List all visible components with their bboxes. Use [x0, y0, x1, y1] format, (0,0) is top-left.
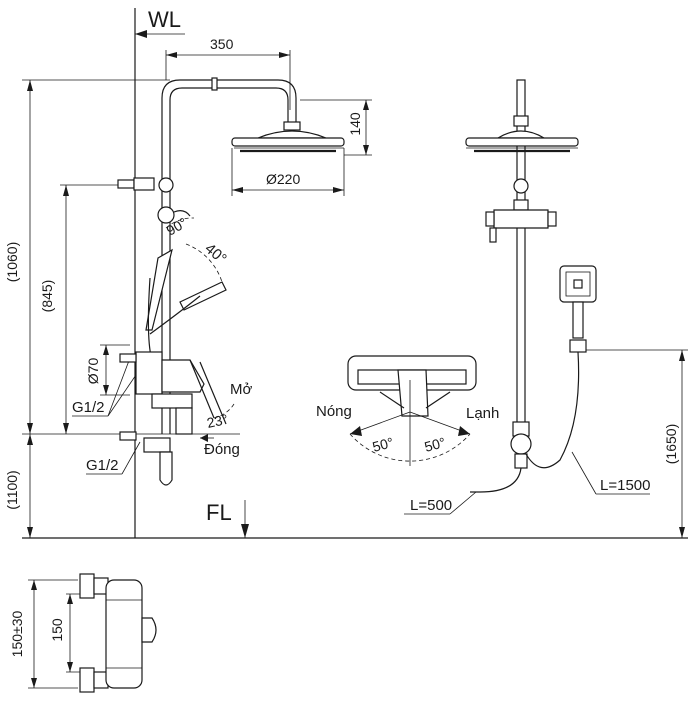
angle-right-label: 50°	[423, 434, 448, 455]
hot-label: Nóng	[316, 403, 352, 420]
cold-label: Lạnh	[466, 405, 499, 422]
valve-body-side	[135, 351, 163, 395]
inlet-lower-label: G1/2	[86, 457, 119, 474]
hand-height-label: (1650)	[663, 424, 679, 464]
wall-arrow	[135, 30, 147, 38]
left-dimensions: (1060) (1100) (845) Ø70 G1/2 G1/2	[4, 80, 141, 538]
valve-lever-top	[141, 617, 157, 643]
valve-detail: 150±30 150	[9, 573, 157, 693]
mixer-lever-front	[397, 369, 429, 417]
wall-label: WL	[148, 7, 181, 32]
wall-bracket	[133, 177, 155, 191]
inlet-upper-label: G1/2	[72, 399, 105, 416]
total-height-label: (1060)	[4, 242, 20, 282]
hose-1500-label: L=1500	[600, 477, 650, 494]
open-label: Mở	[230, 381, 252, 398]
overhead-shower-head-side	[231, 137, 345, 147]
diverter-front	[510, 433, 532, 455]
angle-left-label: 50°	[371, 434, 396, 455]
bar-height-label: (845)	[39, 280, 55, 313]
bottom-outlet	[143, 437, 171, 453]
hand-holder	[157, 206, 175, 224]
front-view-column: Nóng Lạnh 50° 50° L=500 L=1500 (1650)	[316, 79, 688, 538]
mixer-height-label: (1100)	[4, 470, 20, 509]
reference-lines: WL FL	[22, 7, 688, 539]
hose-500-label: L=500	[410, 497, 452, 514]
side-view-column: 350 140 Ø220 90°	[117, 36, 372, 486]
width-350-label: 350	[210, 36, 234, 52]
mixer-lever-side	[161, 359, 205, 393]
height-140-label: 140	[347, 112, 363, 136]
arm-joint	[211, 77, 218, 91]
angle-23-label: 23°	[205, 411, 229, 431]
center-spacing-label: 150	[49, 618, 65, 642]
hand-shower-vertical	[145, 248, 173, 331]
floor-arrow	[241, 524, 249, 538]
hose-1500	[525, 351, 580, 469]
valve-diameter-label: Ø70	[85, 358, 101, 385]
close-label: Đóng	[204, 441, 240, 458]
head-diameter-label: Ø220	[266, 171, 300, 187]
hose-500	[470, 467, 522, 493]
slider-bracket-front	[493, 209, 549, 229]
overhead-shower-head-front	[465, 137, 579, 147]
angle-40-label: 40°	[201, 240, 229, 268]
valve-body-top	[105, 579, 143, 689]
floor-label: FL	[206, 500, 232, 525]
center-spacing-tol-label: 150±30	[9, 610, 25, 657]
